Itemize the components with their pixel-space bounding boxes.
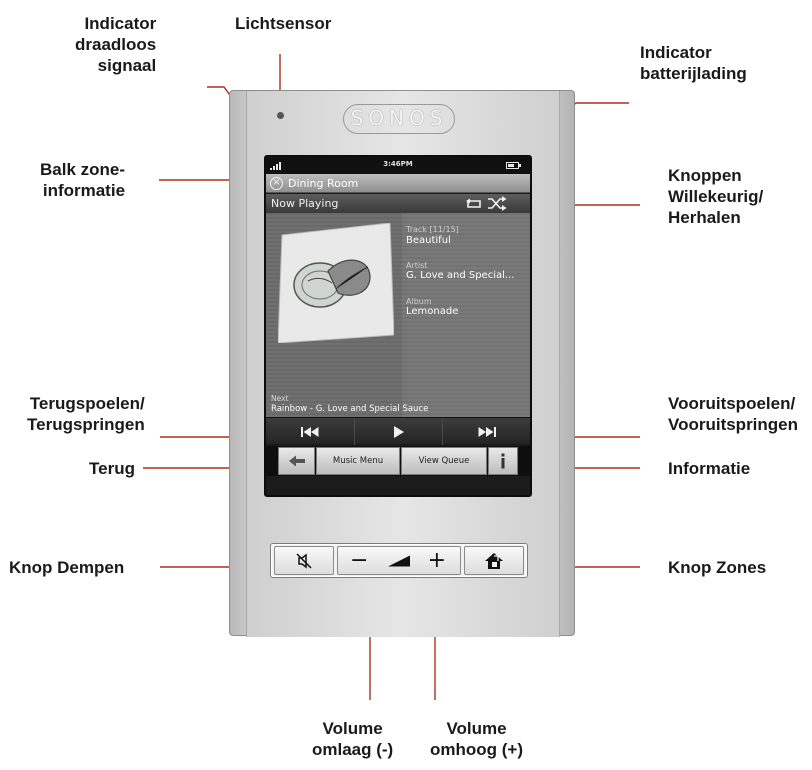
track-name: Beautiful xyxy=(406,235,451,246)
callout-mute-button: Knop Dempen xyxy=(9,558,125,577)
transport-controls xyxy=(266,417,530,445)
menu-bar: Music Menu View Queue xyxy=(266,446,530,476)
info-icon xyxy=(501,453,505,469)
volume-rocker: − + xyxy=(337,546,461,575)
music-menu-button[interactable]: Music Menu xyxy=(316,447,400,475)
artist-name: G. Love and Special... xyxy=(406,270,515,281)
back-button[interactable] xyxy=(278,447,315,475)
callout-wireless-indicator: Indicator draadloos signaal xyxy=(75,14,157,75)
callout-volume-down: Volume omlaag (-) xyxy=(312,719,394,759)
previous-button[interactable] xyxy=(266,418,354,445)
artist-label: Artist xyxy=(406,261,428,270)
touch-screen: 3:46PM × Dining Room Now Playing xyxy=(264,155,532,497)
volume-up-button[interactable]: + xyxy=(427,548,446,573)
now-playing-title: Now Playing xyxy=(271,197,339,210)
callout-back: Terug xyxy=(89,459,135,478)
now-playing-panel: Track [11/15] Beautiful Artist G. Love a… xyxy=(266,213,530,417)
status-bar: 3:46PM xyxy=(266,157,530,174)
callout-zone-info-bar: Balk zone- informatie xyxy=(40,160,126,200)
callout-info: Informatie xyxy=(668,459,751,478)
view-queue-button[interactable]: View Queue xyxy=(401,447,487,475)
zones-house-icon xyxy=(485,552,503,569)
play-icon xyxy=(393,425,404,438)
battery-icon xyxy=(506,162,521,169)
signal-bars-icon xyxy=(270,161,284,170)
status-time: 3:46PM xyxy=(383,160,413,168)
callout-volume-up: Volume omhoog (+) xyxy=(430,719,524,759)
next-track: Rainbow - G. Love and Special Sauce xyxy=(271,404,429,414)
callout-shuffle-repeat: Knoppen Willekeurig/ Herhalen xyxy=(668,166,764,227)
info-button[interactable] xyxy=(488,447,518,475)
zone-info-bar[interactable]: × Dining Room xyxy=(266,174,530,193)
hardware-button-bar: − + xyxy=(270,543,528,578)
skip-forward-icon xyxy=(478,426,496,437)
next-label: Next xyxy=(271,394,289,403)
zones-button[interactable] xyxy=(464,546,524,575)
shuffle-icon[interactable] xyxy=(487,196,507,211)
callout-rewind-skip-back: Terugspoelen/ Terugspringen xyxy=(27,394,145,434)
mute-icon xyxy=(296,552,312,569)
callout-fast-forward-skip: Vooruitspoelen/ Vooruitspringen xyxy=(668,394,799,434)
sonos-logo: SONOS xyxy=(343,104,455,134)
light-sensor xyxy=(277,112,284,119)
album-art xyxy=(278,223,394,343)
screen-bottom-bezel xyxy=(266,476,530,495)
zone-name: Dining Room xyxy=(288,177,359,190)
volume-down-button[interactable]: − xyxy=(350,548,369,573)
callout-light-sensor: Lichtsensor xyxy=(235,14,332,33)
album-name: Lemonade xyxy=(406,306,459,317)
skip-back-icon xyxy=(301,426,319,437)
next-button[interactable] xyxy=(442,418,530,445)
play-button[interactable] xyxy=(354,418,442,445)
album-label: Album xyxy=(406,297,432,306)
callout-battery-indicator: Indicator batterijlading xyxy=(640,43,747,83)
repeat-icon[interactable] xyxy=(465,197,483,210)
mute-button[interactable] xyxy=(274,546,334,575)
volume-wedge-icon xyxy=(388,555,410,566)
now-playing-header: Now Playing xyxy=(266,194,530,213)
zone-close-icon[interactable]: × xyxy=(270,177,283,190)
track-label: Track [11/15] xyxy=(406,225,459,234)
back-arrow-icon xyxy=(288,455,305,467)
callout-zones-button: Knop Zones xyxy=(668,558,767,577)
